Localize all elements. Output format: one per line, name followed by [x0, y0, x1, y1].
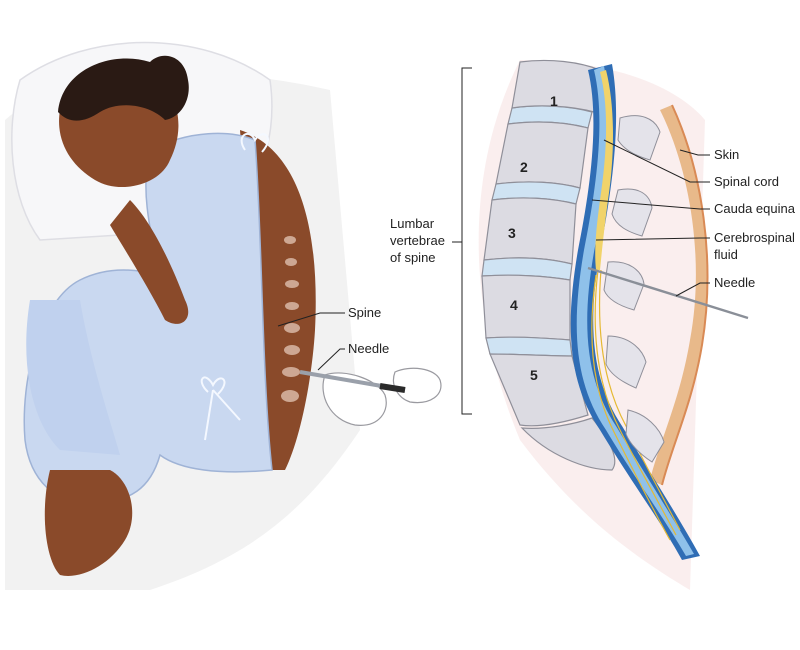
posterior-processes: [603, 115, 665, 463]
knees: [26, 300, 120, 455]
vertebra-number-3: 3: [508, 225, 516, 241]
bracket-label-line1: Lumbar: [390, 216, 435, 231]
needle-label-right: Needle: [714, 275, 755, 290]
feet: [44, 470, 133, 576]
vertebra-3: [483, 197, 577, 265]
skin-surface: [661, 104, 709, 486]
vertebra-number-5: 5: [530, 367, 538, 383]
needle-label-left: Needle: [348, 341, 389, 356]
vertebra-5: [489, 353, 589, 427]
skin-label: Skin: [714, 147, 739, 162]
spinal-cord: [595, 70, 613, 270]
spinal-cord-label: Spinal cord: [714, 174, 779, 189]
vertebra-number-1: 1: [550, 93, 558, 109]
vertebra-4: [481, 274, 571, 341]
lumbar-bracket: Lumbar vertebrae of spine: [390, 67, 472, 415]
vertebra-number-4: 4: [510, 297, 518, 313]
vertebra-number-2: 2: [520, 159, 528, 175]
skin-layer: [650, 105, 708, 485]
needle-in-section: [587, 266, 749, 320]
spine-cross-section: [478, 59, 749, 590]
bracket-label-line2: vertebrae: [390, 233, 445, 248]
disc: [485, 336, 573, 357]
syringe: [299, 370, 406, 393]
csf-label-line2: fluid: [714, 247, 738, 262]
patient-labels: Spine Needle: [277, 305, 389, 371]
csf-label-line1: Cerebrospinal: [714, 230, 795, 245]
spine-on-back: [281, 236, 300, 402]
arm: [110, 200, 189, 324]
sacrum: [520, 417, 616, 471]
cauda-equina-label: Cauda equina: [714, 201, 796, 216]
section-labels: Skin Spinal cord Cauda equina Cerebrospi…: [591, 139, 796, 297]
patient-figure: [5, 41, 442, 590]
bracket-label-line3: of spine: [390, 250, 436, 265]
hair: [58, 55, 189, 121]
doctor-hand-right: [392, 367, 442, 404]
vertebrae: [481, 59, 616, 471]
gown-tie: [200, 132, 269, 441]
cauda-equina: [591, 269, 681, 541]
vertebra-2: [495, 121, 589, 189]
spine-label: Spine: [348, 305, 381, 320]
vertebra-numbers: 1 2 3 4 5: [508, 93, 558, 383]
csf-space: [576, 66, 694, 556]
